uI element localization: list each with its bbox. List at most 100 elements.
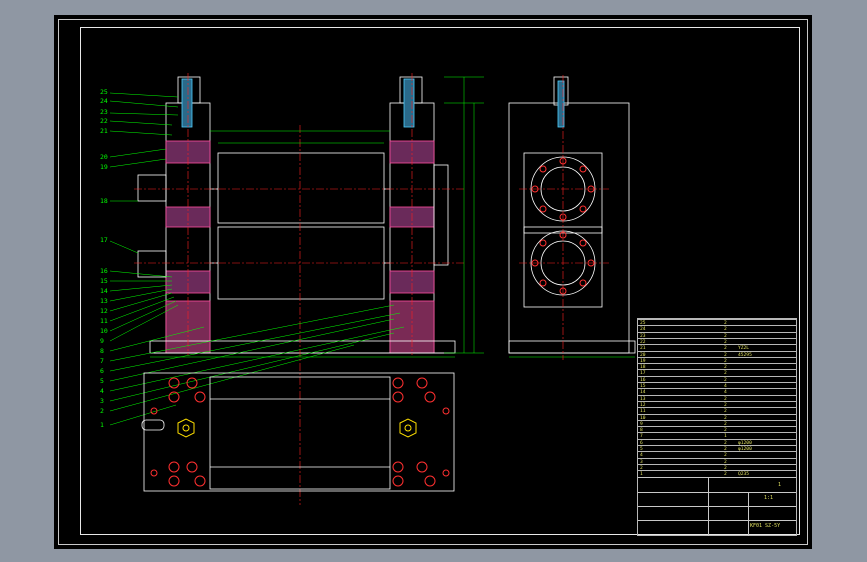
bom-cell-no: 21 [640, 346, 646, 352]
bom-row: 14 4 [638, 388, 796, 396]
side-center-lines [519, 75, 609, 360]
part-label: 17 [100, 236, 108, 244]
title-block-scale: 1:1 [764, 495, 774, 501]
center-lines [134, 73, 464, 505]
bom-cell-no: 20 [640, 352, 646, 358]
bom-cell-qty: 2 [724, 396, 727, 402]
part-label: 9 [100, 337, 104, 345]
part-label: 22 [100, 117, 108, 125]
part-label: 6 [100, 367, 104, 375]
part-label: 3 [100, 397, 104, 405]
part-label: 14 [100, 287, 108, 295]
bom-cell-no: 11 [640, 409, 646, 415]
bom-cell-no: 25 [640, 321, 646, 326]
bom-cell-no: 24 [640, 327, 646, 333]
bom-row: 17 2 [638, 369, 796, 377]
bom-cell-mat: YZ2L [738, 346, 750, 352]
part-label: 16 [100, 267, 108, 275]
bom-cell-no: 15 [640, 384, 646, 389]
part-label: 8 [100, 347, 104, 355]
bom-cell-no: 4 [640, 453, 643, 459]
top-plan-view [141, 372, 455, 492]
part-label: 12 [100, 307, 108, 315]
bom-cell-qty: 2 [724, 440, 727, 446]
bom-cell-qty: 2 [724, 365, 727, 371]
bom-cell-no: 9 [640, 421, 643, 427]
bom-cell-qty: 2 [724, 402, 727, 408]
bom-cell-no: 6 [640, 440, 643, 446]
part-label: 4 [100, 387, 104, 395]
part-label: 15 [100, 277, 108, 285]
front-section-view [137, 76, 456, 354]
bom-cell-no: 3 [640, 459, 643, 465]
leader-lines [109, 92, 405, 426]
bom-cell-mat: 45295 [738, 352, 752, 358]
bom-cell-mat: φ1200 [738, 447, 752, 452]
bom-cell-qty: 2 [724, 453, 727, 459]
bom-cell-qty: 4 [724, 390, 727, 396]
bom-cell-qty: 2 [724, 346, 727, 352]
bom-cell-qty: 2 [724, 358, 727, 364]
bom-cell-qty: 2 [724, 465, 727, 471]
bom-cell-qty: 2 [724, 459, 727, 465]
bom-cell-qty: 2 [724, 447, 727, 452]
part-label: 10 [100, 327, 108, 335]
bom-row: 18 2 [638, 363, 796, 371]
part-label: 11 [100, 317, 108, 325]
title-block: 1:1 1 KF01 SZ-5Y [638, 477, 796, 536]
part-label: 2 [100, 407, 104, 415]
hex-nuts-plan [177, 418, 417, 438]
bom-cell-no: 2 [640, 465, 643, 471]
bom-cell-qty: 2 [724, 472, 727, 478]
drawing-sheet: 25 24 23 22 21 20 19 18 17 16 15 14 13 1… [54, 15, 812, 549]
bom-row: 20 2 45295 [638, 350, 796, 359]
part-label: 13 [100, 297, 108, 305]
part-label: 1 [100, 421, 104, 429]
bom-cell-qty: 2 [724, 428, 727, 434]
bom-cell-no: 10 [640, 415, 646, 421]
side-view [508, 76, 636, 358]
bom-cell-qty: 2 [724, 409, 727, 415]
bom-cell-qty: 1 [724, 434, 727, 440]
part-label: 21 [100, 127, 108, 135]
part-label: 18 [100, 197, 108, 205]
bom-row: 5 2 φ1200 [638, 445, 796, 453]
part-label: 25 [100, 88, 108, 96]
bom-cell-qty: 2 [724, 339, 727, 345]
bom-row: 6 2 φ1200 [638, 438, 796, 447]
bom-cell-qty: 2 [724, 415, 727, 421]
bom-cell-mat: Q235 [738, 472, 750, 478]
bom-cell-qty: 2 [724, 352, 727, 358]
bom-cell-no: 5 [640, 447, 643, 452]
title-block-sheet: 1 [778, 482, 782, 488]
bom-cell-no: 19 [640, 358, 646, 364]
sheet-outer-border [58, 19, 808, 545]
bom-cell-no: 7 [640, 434, 643, 440]
bom-cell-no: 17 [640, 371, 646, 377]
part-label: 19 [100, 163, 108, 171]
cad-drawing [109, 73, 636, 505]
bom-cell-qty: 2 [724, 371, 727, 377]
bom-row: 21 2 YZ2L [638, 344, 796, 352]
bom-cell-no: 23 [640, 333, 646, 339]
bom-cell-mat: φ1200 [738, 440, 752, 446]
drawing-frame [80, 27, 800, 535]
bom-cell-no: 18 [640, 365, 646, 371]
bom-cell-qty: 2 [724, 377, 727, 383]
part-label: 23 [100, 108, 108, 116]
bom-row: 11 2 [638, 407, 796, 415]
bom-cell-no: 14 [640, 390, 646, 396]
